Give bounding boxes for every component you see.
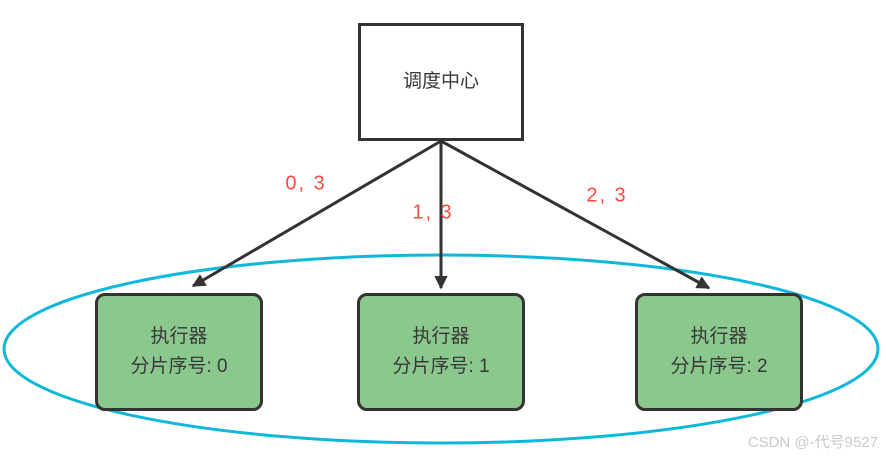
edge-label-2: 2, 3: [586, 184, 628, 207]
executor-0-shard: 分片序号: 0: [130, 356, 228, 377]
executor-0-title: 执行器: [150, 326, 208, 347]
edge-label-1: 1, 3: [412, 201, 454, 224]
executor-node-0: 执行器 分片序号: 0: [95, 293, 263, 411]
executor-node-2: 执行器 分片序号: 2: [635, 293, 803, 411]
edge-label-0: 0, 3: [285, 172, 327, 195]
scheduler-node: 调度中心: [358, 23, 524, 141]
scheduler-label: 调度中心: [402, 71, 479, 92]
arrow-scheduler-to-executor-2: [440, 139, 711, 290]
executor-1-shard: 分片序号: 1: [392, 356, 490, 377]
executor-node-1: 执行器 分片序号: 1: [357, 293, 525, 411]
watermark: CSDN @-代号9527: [747, 434, 878, 451]
executor-2-shard: 分片序号: 2: [670, 356, 768, 377]
executor-2-title: 执行器: [690, 326, 748, 347]
executor-1-title: 执行器: [412, 326, 470, 347]
arrow-scheduler-to-executor-0: [191, 139, 442, 288]
